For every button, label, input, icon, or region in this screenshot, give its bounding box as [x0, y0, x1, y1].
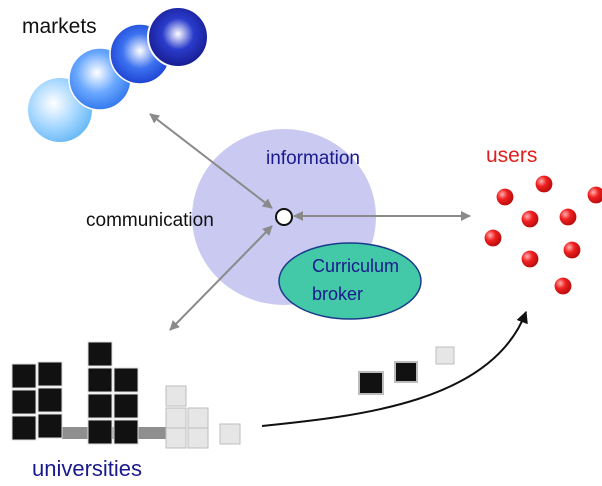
stacked-spheres-icon: [28, 6, 209, 142]
curriculum-broker-label-line1: Curriculum: [312, 256, 400, 276]
communication-label: communication: [86, 210, 214, 231]
markets-label: markets: [22, 15, 97, 38]
block-buildings-icon: [11, 341, 241, 449]
universities-label: universities: [32, 456, 143, 481]
curriculum-broker-ellipse: [278, 242, 422, 320]
hub-circle-icon: [275, 208, 293, 226]
universities-users-curved-arrow: [261, 310, 528, 427]
curriculum-broker-label-line2: broker: [312, 284, 364, 304]
markets-hub-arrow: [149, 113, 273, 209]
red-dots-cluster-icon: [483, 174, 602, 296]
universities-hub-arrow: [169, 225, 273, 331]
users-label: users: [486, 144, 538, 167]
connection-arrows: [149, 113, 471, 331]
flying-blocks-icon: [358, 346, 455, 395]
information-label: information: [266, 148, 360, 169]
